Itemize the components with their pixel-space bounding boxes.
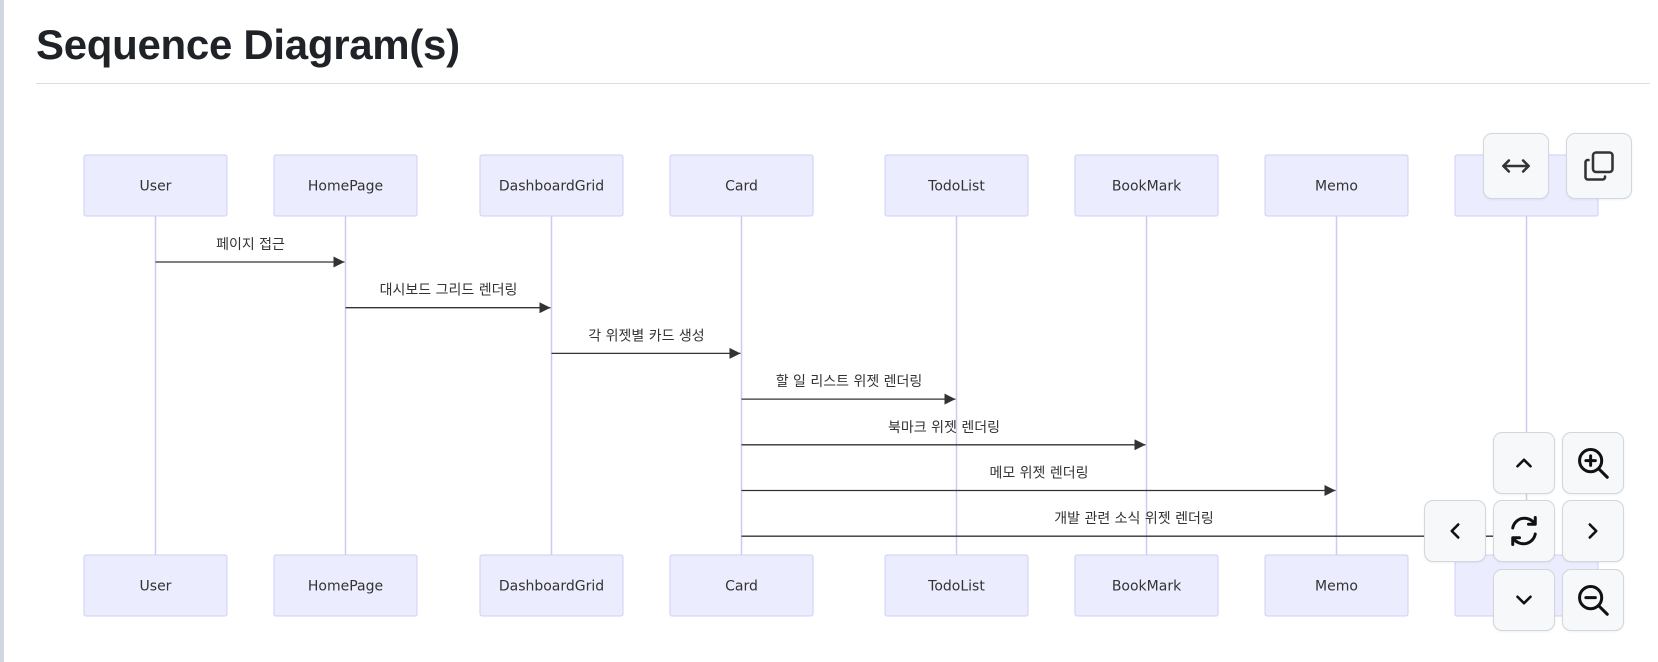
actor-box [83, 554, 228, 617]
pan-down-button[interactable] [1493, 569, 1555, 631]
actor-label: Memo [1315, 179, 1358, 195]
zoom-in-icon [1578, 448, 1609, 479]
message-3: 할 일 리스트 위젯 렌더링 [741, 374, 956, 405]
page-title: Sequence Diagram(s) [36, 21, 460, 68]
actor-top-dashboardgrid: DashboardGrid [479, 154, 624, 217]
fit-width-button[interactable] [1483, 133, 1549, 199]
actor-top-bookmark: BookMark [1074, 154, 1219, 217]
actor-bottom-todolist: TodoList [884, 554, 1029, 617]
actor-label: Card [725, 579, 758, 595]
zoom-out-icon [1578, 585, 1609, 616]
actor-label: HomePage [308, 179, 383, 195]
actor-top-card: Card [669, 154, 814, 217]
chevron-left-icon [1450, 523, 1460, 539]
message-label: 개발 관련 소식 위젯 렌더링 [1054, 511, 1213, 527]
actor-box [83, 154, 228, 217]
chevron-up-icon [1516, 458, 1532, 468]
actor-top-todolist: TodoList [884, 154, 1029, 217]
actor-box [273, 154, 418, 217]
actor-label: HomePage [308, 579, 383, 595]
message-6: 개발 관련 소식 위젯 렌더링 [741, 511, 1526, 542]
actor-label: BookMark [1112, 579, 1182, 595]
actor-label: Card [725, 179, 758, 195]
actor-label: Memo [1315, 579, 1358, 595]
actor-top-user: User [83, 154, 228, 217]
reset-button[interactable] [1493, 500, 1555, 562]
pan-right-button[interactable] [1562, 500, 1624, 562]
actor-box [669, 554, 814, 617]
chevron-down-icon [1516, 595, 1532, 605]
heading-divider [36, 83, 1650, 84]
actor-label: User [140, 579, 172, 595]
copy-icon [1584, 151, 1614, 181]
actor-bottom-homepage: HomePage [273, 554, 418, 617]
actor-box [1264, 554, 1409, 617]
message-label: 할 일 리스트 위젯 렌더링 [776, 374, 923, 390]
message-0: 페이지 접근 [155, 237, 345, 268]
actor-label: TodoList [927, 579, 985, 595]
actor-box [1264, 154, 1409, 217]
message-label: 각 위젯별 카드 생성 [588, 328, 704, 344]
message-label: 메모 위젯 렌더링 [989, 466, 1088, 482]
actor-label: BookMark [1112, 179, 1182, 195]
actor-box [1074, 554, 1219, 617]
actor-label: DashboardGrid [499, 179, 604, 195]
message-label: 대시보드 그리드 렌더링 [380, 283, 518, 299]
message-label: 북마크 위젯 렌더링 [888, 420, 1000, 436]
message-label: 페이지 접근 [216, 237, 285, 253]
actor-bottom-bookmark: BookMark [1074, 554, 1219, 617]
fit-width-icon [1502, 159, 1530, 173]
actor-box [884, 154, 1029, 217]
actor-bottom-user: User [83, 554, 228, 617]
actor-bottom-memo: Memo [1264, 554, 1409, 617]
actor-box [273, 554, 418, 617]
copy-button[interactable] [1566, 133, 1632, 199]
actor-top-homepage: HomePage [273, 154, 418, 217]
actor-label: TodoList [927, 179, 985, 195]
actor-box [479, 154, 624, 217]
reset-icon [1511, 516, 1537, 546]
pan-left-button[interactable] [1424, 500, 1486, 562]
zoom-out-button[interactable] [1562, 569, 1624, 631]
chevron-right-icon [1588, 523, 1598, 539]
actor-top-memo: Memo [1264, 154, 1409, 217]
message-1: 대시보드 그리드 렌더링 [345, 283, 551, 314]
actor-bottom-dashboardgrid: DashboardGrid [479, 554, 624, 617]
actor-label: User [140, 179, 172, 195]
zoom-in-button[interactable] [1562, 432, 1624, 494]
actor-box [479, 554, 624, 617]
actor-bottom-card: Card [669, 554, 814, 617]
message-5: 메모 위젯 렌더링 [741, 466, 1336, 496]
actor-box [669, 154, 814, 217]
actor-label: DashboardGrid [499, 579, 604, 595]
actor-box [1074, 154, 1219, 217]
actor-box [884, 554, 1029, 617]
message-4: 북마크 위젯 렌더링 [741, 420, 1146, 451]
message-2: 각 위젯별 카드 생성 [551, 328, 741, 359]
left-border [0, 0, 4, 662]
pan-up-button[interactable] [1493, 432, 1555, 494]
